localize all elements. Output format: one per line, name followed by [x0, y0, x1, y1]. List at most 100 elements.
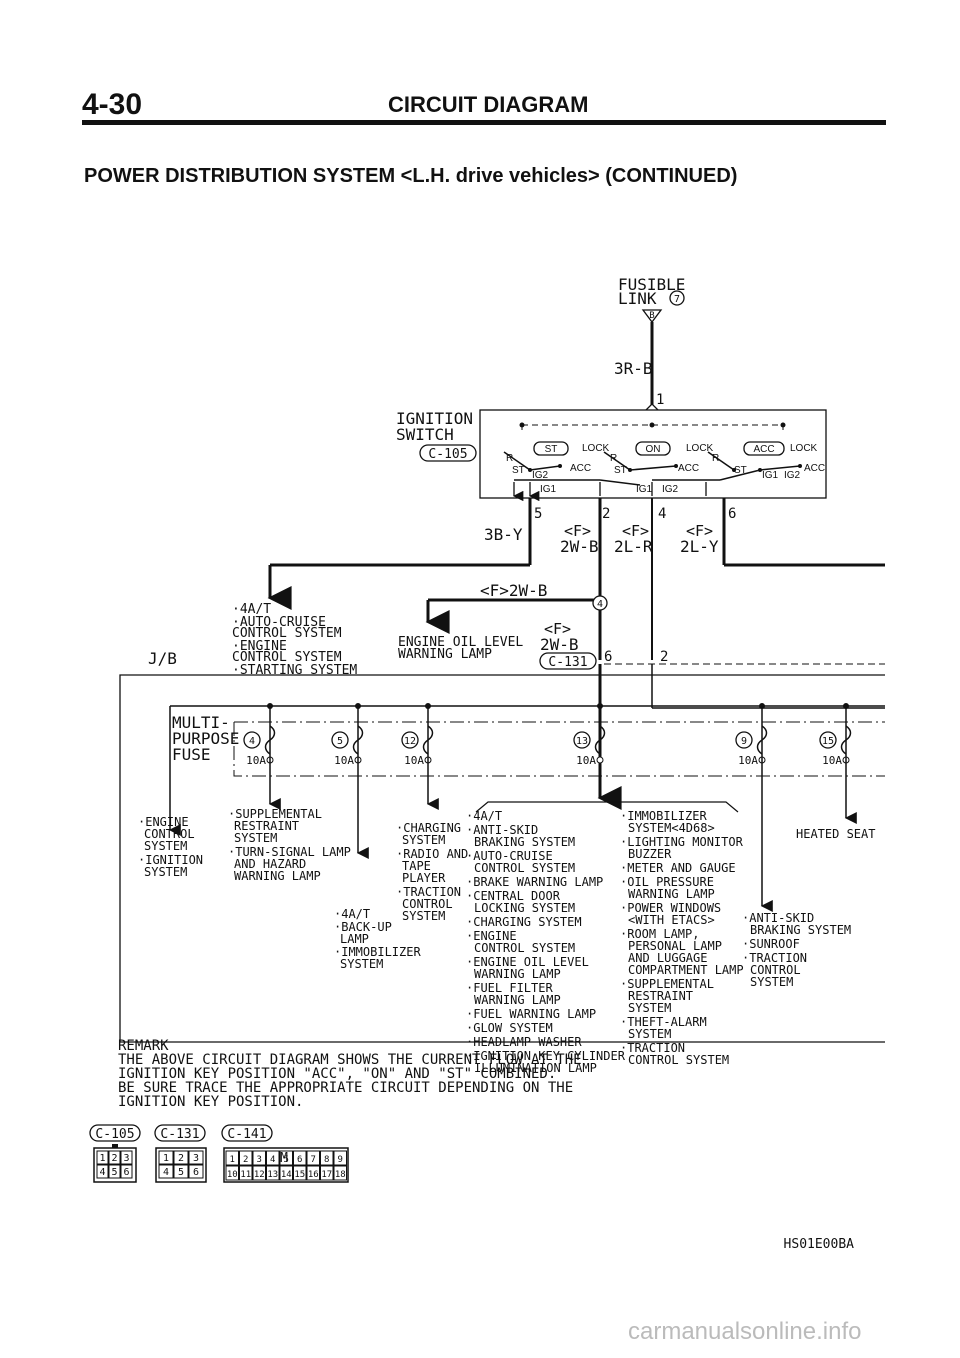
junction-block-border — [119, 674, 885, 1043]
connector-pin — [252, 1165, 266, 1181]
key-position-on-label: ON — [646, 444, 661, 455]
fusible-link-number-circle — [669, 290, 685, 306]
connector-pin — [266, 1150, 280, 1166]
svg-text:CONTROL SYSTEM: CONTROL SYSTEM — [474, 941, 575, 955]
loads-fuse-4-left: ·ENGINE CONTROL SYSTEM ·IGNITION SYSTEM — [138, 815, 203, 879]
connector-pin-number: 2 — [243, 1155, 248, 1165]
svg-text:RESTRAINT: RESTRAINT — [234, 819, 299, 833]
pin-1: 1 — [656, 392, 664, 408]
svg-text:PERSONAL LAMP: PERSONAL LAMP — [628, 939, 722, 953]
fusible-link-terminal — [641, 309, 663, 324]
svg-text:THE ABOVE CIRCUIT DIAGRAM SHOW: THE ABOVE CIRCUIT DIAGRAM SHOWS THE CURR… — [118, 1052, 582, 1068]
svg-text:2: 2 — [660, 649, 668, 665]
fuse-block-label-1: MULTI- — [172, 713, 230, 732]
svg-text:·TRACTION: ·TRACTION — [620, 1041, 685, 1055]
svg-text:·ENGINE: ·ENGINE — [466, 929, 517, 943]
connector-pin — [108, 1164, 121, 1179]
fusible-link-pin: B — [649, 311, 654, 321]
connector-pin — [239, 1150, 253, 1166]
connector-pin-number: 12 — [254, 1170, 265, 1180]
connector-pin-number: 9 — [338, 1155, 343, 1165]
key-position-on — [635, 441, 671, 456]
svg-text:·LIGHTING MONITOR: ·LIGHTING MONITOR — [620, 835, 744, 849]
connector-pin-number: 10 — [227, 1170, 238, 1180]
svg-text:·SUPPLEMENTAL: ·SUPPLEMENTAL — [620, 977, 714, 991]
svg-text:WARNING LAMP: WARNING LAMP — [398, 647, 492, 662]
connector-pin — [239, 1165, 253, 1181]
key-position-st-label: ST — [545, 444, 558, 455]
svg-text:·ENGINE: ·ENGINE — [138, 815, 189, 829]
connector-pin — [173, 1164, 189, 1179]
svg-text:·CHARGING: ·CHARGING — [396, 821, 461, 835]
connector-pin-number: 11 — [240, 1170, 251, 1180]
svg-text:LAMP: LAMP — [340, 932, 369, 946]
svg-text:·CHARGING SYSTEM: ·CHARGING SYSTEM — [466, 915, 582, 929]
svg-text:·AUTO-CRUISE: ·AUTO-CRUISE — [232, 615, 326, 630]
svg-text:SYSTEM: SYSTEM — [144, 865, 187, 879]
svg-text:ACC: ACC — [678, 463, 699, 474]
ignition-switch-label-2: SWITCH — [396, 425, 454, 444]
svg-text:ENGINE OIL LEVEL: ENGINE OIL LEVEL — [398, 635, 523, 650]
connector-pin — [108, 1150, 121, 1165]
group-starting-loads: ·4A/T ·AUTO-CRUISE CONTROL SYSTEM ·ENGIN… — [232, 602, 357, 678]
svg-text:R: R — [506, 453, 513, 464]
svg-text:ST: ST — [614, 465, 627, 476]
connector-pin-number: 13 — [267, 1170, 278, 1180]
connector-pin — [96, 1164, 109, 1179]
svg-text:CONTROL: CONTROL — [402, 897, 453, 911]
fusible-link-label-2: LINK — [618, 289, 657, 308]
connector-pin-number: 16 — [308, 1170, 319, 1180]
svg-text:ILLUMINATION LAMP: ILLUMINATION LAMP — [474, 1061, 597, 1075]
svg-text:·AUTO-CRUISE: ·AUTO-CRUISE — [466, 849, 553, 863]
figure-code: HS01E00BA — [784, 1237, 855, 1252]
svg-text:·ROOM LAMP,: ·ROOM LAMP, — [620, 927, 699, 941]
svg-text:SYSTEM: SYSTEM — [402, 833, 445, 847]
svg-text:·ENGINE OIL LEVEL: ·ENGINE OIL LEVEL — [466, 955, 589, 969]
svg-text:·OIL PRESSURE: ·OIL PRESSURE — [620, 875, 714, 889]
fuse-number: 5 — [337, 736, 343, 747]
svg-text:BRAKING SYSTEM: BRAKING SYSTEM — [474, 835, 575, 849]
svg-text:4: 4 — [597, 599, 603, 610]
svg-text:IG2: IG2 — [662, 484, 679, 495]
connector-pin-number: 15 — [294, 1170, 305, 1180]
connector-pin-number: 14 — [281, 1170, 292, 1180]
connector-pin — [293, 1150, 307, 1166]
connector-pin — [333, 1150, 347, 1166]
fuse-block-label-2: PURPOSE — [172, 729, 239, 748]
svg-text:·BACK-UP: ·BACK-UP — [334, 920, 392, 934]
fuse-block-bottom — [233, 722, 885, 777]
svg-text:IGNITION KEY POSITION.: IGNITION KEY POSITION. — [118, 1094, 303, 1110]
svg-text:COMPARTMENT LAMP: COMPARTMENT LAMP — [628, 963, 744, 977]
connector-c105-label: C-105 — [95, 1127, 134, 1142]
svg-text:SYSTEM: SYSTEM — [234, 831, 277, 845]
page-title: CIRCUIT DIAGRAM — [388, 92, 589, 117]
svg-text:IG1: IG1 — [762, 470, 779, 481]
svg-text:·ENGINE: ·ENGINE — [232, 639, 287, 654]
header-rule — [82, 120, 886, 125]
fuse-amperage: 10A — [404, 754, 424, 767]
svg-text:·METER AND GAUGE: ·METER AND GAUGE — [620, 861, 736, 875]
wire-2l-y: 2L-Y — [680, 537, 719, 556]
svg-text:·FUEL FILTER: ·FUEL FILTER — [466, 981, 553, 995]
svg-text:6: 6 — [728, 506, 736, 522]
key-position-st — [533, 441, 569, 456]
key-position-acc — [743, 441, 785, 456]
svg-text:·HEADLAMP WASHER: ·HEADLAMP WASHER — [466, 1035, 582, 1049]
junction-block-label: J/B — [148, 649, 177, 668]
svg-text:BRAKING SYSTEM: BRAKING SYSTEM — [750, 923, 851, 937]
fuse-amperage: 10A — [738, 754, 758, 767]
svg-text:ACC: ACC — [804, 463, 825, 474]
loads-fuse-13-b: ·IMMOBILIZER SYSTEM<4D68> ·LIGHTING MONI… — [620, 809, 744, 1067]
fuse-number: 12 — [404, 736, 416, 747]
connector-pin-number: 3 — [123, 1153, 129, 1164]
svg-text:·TRACTION: ·TRACTION — [396, 885, 461, 899]
connector-pin — [188, 1150, 204, 1165]
junction-connector: C-131 — [548, 655, 587, 670]
wire-2l-r: 2L-R — [614, 537, 653, 556]
connector-pin-number: 18 — [335, 1170, 346, 1180]
svg-text:LOCKING SYSTEM: LOCKING SYSTEM — [474, 901, 575, 915]
connector-pin-number: 5 — [178, 1167, 184, 1178]
